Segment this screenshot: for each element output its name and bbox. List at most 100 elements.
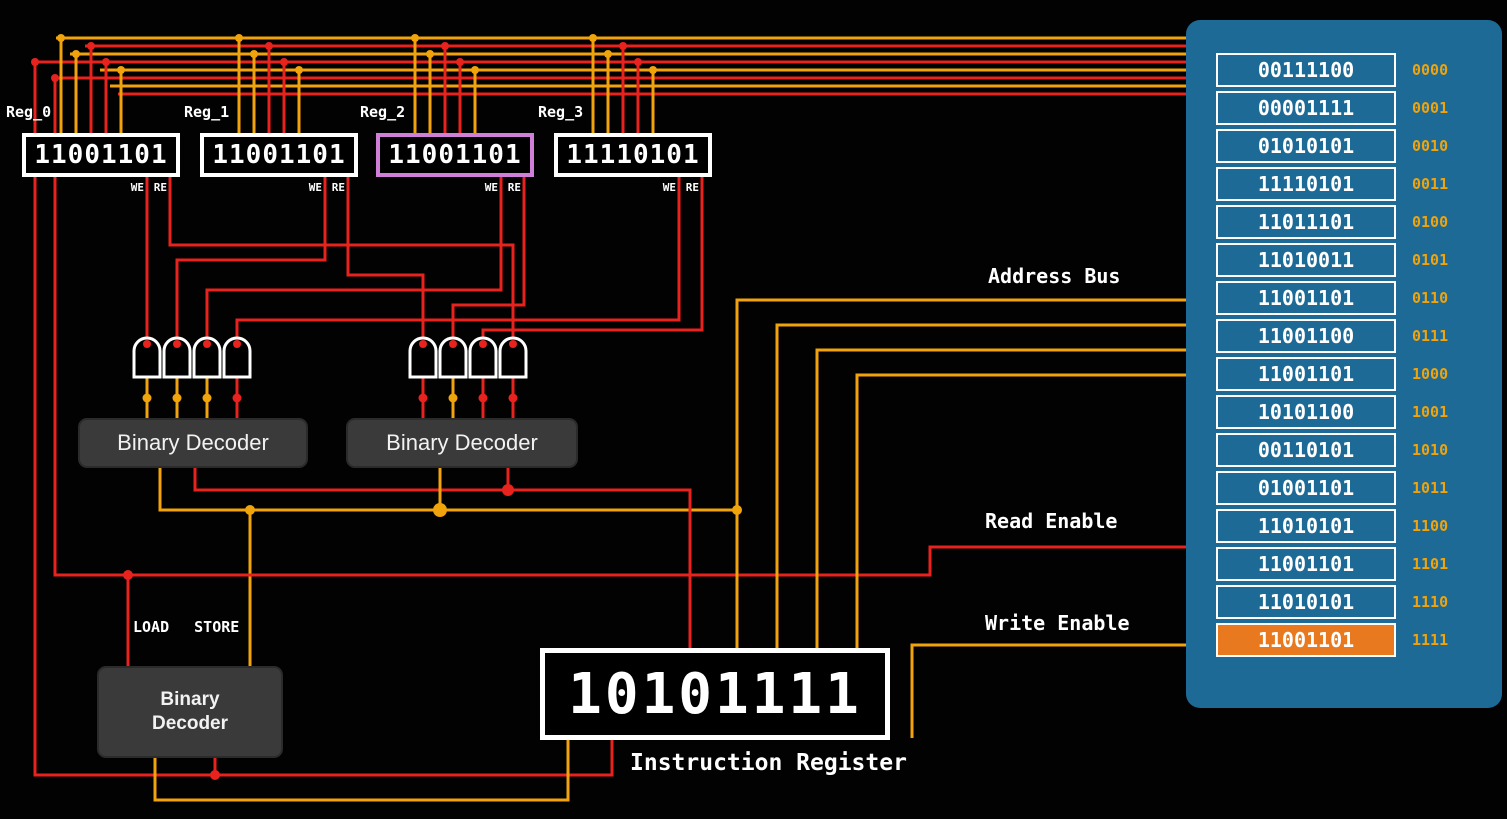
binary-decoder-we[interactable]: Binary Decoder [78, 418, 308, 468]
wire-junction-dot [634, 58, 642, 66]
memory-cell-value[interactable]: 11001101 [1216, 357, 1396, 391]
wire-junction-dot [117, 66, 125, 74]
memory-cell-value[interactable]: 01010101 [1216, 129, 1396, 163]
load-store-label: LOAD STORE [133, 618, 240, 636]
wire [451, 170, 526, 344]
wire-junction-dot [232, 393, 242, 403]
register-value: 11001101 [34, 140, 168, 170]
wire-junction-dot [502, 484, 514, 496]
memory-cell-address: 0110 [1412, 289, 1449, 307]
memory-cell-address: 1011 [1412, 479, 1449, 497]
memory-cell-address: 1010 [1412, 441, 1449, 459]
memory-cell-address: 0101 [1412, 251, 1449, 269]
memory-cell-value[interactable]: 11001100 [1216, 319, 1396, 353]
write-enable-pin-label: WE [130, 181, 144, 194]
and-gate [468, 336, 498, 379]
memory-cell-value[interactable]: 01001101 [1216, 471, 1396, 505]
wire-junction-dot [172, 393, 182, 403]
register-value-box: 11001101 [376, 133, 534, 177]
register-reg_1[interactable]: Reg_1 11001101 WE RE [184, 103, 358, 198]
memory-cell-value[interactable]: 11001101 [1216, 547, 1396, 581]
wire-junction-dot [604, 50, 612, 58]
memory-cell-value[interactable]: 11110101 [1216, 167, 1396, 201]
wire [153, 735, 570, 802]
wire [53, 78, 1195, 577]
wire [855, 373, 1195, 655]
memory-cell-address: 0010 [1412, 137, 1449, 155]
wire-junction-dot [441, 42, 449, 50]
wire [158, 460, 737, 512]
read-enable-pin-label: RE [685, 181, 699, 194]
memory-row: 10101100 1001 [1216, 395, 1448, 429]
binary-decoder-re[interactable]: Binary Decoder [346, 418, 578, 468]
memory-cell-value[interactable]: 11010011 [1216, 243, 1396, 277]
wire-junction-dot [245, 505, 255, 515]
read-enable-pin-label: RE [507, 181, 521, 194]
memory-cell-value[interactable]: 00001111 [1216, 91, 1396, 125]
memory-cell-address: 0100 [1412, 213, 1449, 231]
wire [175, 170, 327, 344]
memory-row: 11001101 0110 [1216, 281, 1448, 315]
memory-row: 01001101 1011 [1216, 471, 1448, 505]
and-gate [438, 336, 468, 379]
register-value-box: 11001101 [22, 133, 180, 177]
wire-junction-dot [732, 505, 742, 515]
address-bus-label: Address Bus [988, 264, 1121, 288]
memory-cell-address: 1100 [1412, 517, 1449, 535]
register-name: Reg_2 [360, 103, 406, 121]
and-gate [408, 336, 438, 379]
wire-junction-dot [250, 50, 258, 58]
memory-cell-value[interactable]: 11010101 [1216, 585, 1396, 619]
memory-cell-address: 1000 [1412, 365, 1449, 383]
memory-row: 11010101 1100 [1216, 509, 1448, 543]
wire-junction-dot [471, 66, 479, 74]
register-name: Reg_3 [538, 103, 584, 121]
register-name: Reg_1 [184, 103, 230, 121]
memory-row: 00110101 1010 [1216, 433, 1448, 467]
wire-junction-dot [143, 340, 151, 348]
wire [735, 298, 1195, 655]
wire-junction-dot [433, 503, 447, 517]
memory-row: 11010011 0101 [1216, 243, 1448, 277]
memory-cell-address: 0001 [1412, 99, 1449, 117]
memory-cell-value[interactable]: 00110101 [1216, 433, 1396, 467]
memory-row: 11011101 0100 [1216, 205, 1448, 239]
memory-cell-value[interactable]: 11011101 [1216, 205, 1396, 239]
wire-junction-dot [280, 58, 288, 66]
memory-cell-value[interactable]: 10101100 [1216, 395, 1396, 429]
register-reg_0[interactable]: Reg_0 11001101 WE RE [6, 103, 180, 198]
memory-cell-address: 1101 [1412, 555, 1449, 573]
wire-junction-dot [619, 42, 627, 50]
memory-cell-value[interactable]: 11010101 [1216, 509, 1396, 543]
write-enable-label: Write Enable [985, 611, 1130, 635]
wire-junction-dot [649, 66, 657, 74]
memory-row: 00001111 0001 [1216, 91, 1448, 125]
memory-cell-address: 0011 [1412, 175, 1449, 193]
memory-row: 11010101 1110 [1216, 585, 1448, 619]
and-gate [498, 336, 528, 379]
memory-cell-value[interactable]: 11001101 [1216, 623, 1396, 657]
memory-cell-value[interactable]: 00111100 [1216, 53, 1396, 87]
wire-junction-dot [142, 393, 152, 403]
register-value-box: 11001101 [200, 133, 358, 177]
wire-junction-dot [456, 58, 464, 66]
memory-row: 11001101 1000 [1216, 357, 1448, 391]
wire-junction-dot [87, 42, 95, 50]
register-reg_2[interactable]: Reg_2 11001101 WE RE [360, 103, 534, 198]
register-reg_3[interactable]: Reg_3 11110101 WE RE [538, 103, 712, 198]
memory-cell-value[interactable]: 11001101 [1216, 281, 1396, 315]
wire-junction-dot [173, 340, 181, 348]
binary-decoder-loadstore[interactable]: Binary Decoder [97, 666, 283, 758]
read-enable-pin-label: RE [153, 181, 167, 194]
wire [910, 643, 1195, 738]
register-value-box: 11110101 [554, 133, 712, 177]
wire-junction-dot [418, 393, 428, 403]
register-value: 11001101 [212, 140, 346, 170]
and-gate [132, 336, 162, 379]
wire-junction-dot [72, 50, 80, 58]
instruction-register[interactable]: 10101111 [540, 648, 890, 740]
wire-junction-dot [295, 66, 303, 74]
write-enable-pin-label: WE [484, 181, 498, 194]
memory-row: 11001100 0111 [1216, 319, 1448, 353]
